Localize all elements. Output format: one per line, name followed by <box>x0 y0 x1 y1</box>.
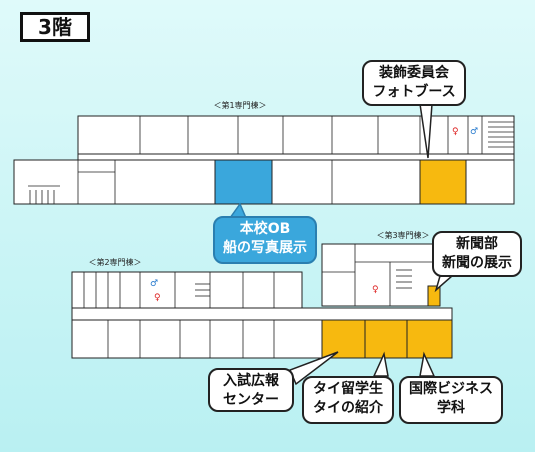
room-newspaper-exhibit[interactable] <box>427 285 441 307</box>
building-1-stairs-right <box>488 121 514 148</box>
building-2-corridor <box>71 307 453 321</box>
callout-business-line2: 学科 <box>437 400 465 416</box>
building-3-label: ＜第3専門棟＞ <box>376 230 429 240</box>
callout-alumni-ship[interactable]: 本校OB 船の写真展示 <box>213 216 317 264</box>
callout-admissions[interactable]: 入試広報 センター <box>208 368 294 412</box>
room-admissions-center[interactable] <box>321 319 366 359</box>
callout-thai[interactable]: タイ留学生 タイの紹介 <box>302 376 394 424</box>
floor-label: 3階 <box>20 12 90 42</box>
callout-business-line1: 国際ビジネス <box>409 381 493 397</box>
building-2-stairs <box>195 283 210 297</box>
callout-newspaper-line1: 新聞部 <box>456 236 498 252</box>
building-2-upper-rooms <box>71 271 303 309</box>
restroom-women-icon: ♀ <box>154 293 161 303</box>
callout-alumni-ship-line1: 本校OB <box>239 221 291 237</box>
callout-thai-line1: タイ留学生 <box>313 381 383 397</box>
room-alumni-ship-exhibit[interactable] <box>214 159 273 205</box>
building-2-label: ＜第2専門棟＞ <box>88 257 141 267</box>
room-photo-booth[interactable] <box>419 159 467 205</box>
building-3-stairs <box>396 269 412 289</box>
building-1-stairs-left <box>29 190 55 204</box>
callout-photo-booth[interactable]: 装飾委員会 フォトブース <box>362 60 466 106</box>
building-1-upper-rooms <box>77 115 515 155</box>
restroom-men-icon: ♂ <box>470 127 478 137</box>
restroom-men-icon: ♂ <box>150 279 158 289</box>
callout-newspaper[interactable]: 新聞部 新聞の展示 <box>432 231 522 277</box>
restroom-women-icon: ♀ <box>372 285 379 295</box>
callout-business[interactable]: 国際ビジネス 学科 <box>399 376 503 424</box>
callout-alumni-ship-line2: 船の写真展示 <box>223 240 307 256</box>
room-thai-introduction[interactable] <box>364 319 408 359</box>
building-3-rooms <box>321 243 441 307</box>
callout-newspaper-line2: 新聞の展示 <box>442 255 512 271</box>
callout-admissions-line2: センター <box>223 392 279 408</box>
callout-thai-line2: タイの紹介 <box>313 400 383 416</box>
room-business-department[interactable] <box>406 319 453 359</box>
callout-photo-booth-line2: フォトブース <box>372 84 456 100</box>
building-3: ♀ ＜第3専門棟＞ <box>321 230 441 307</box>
building-1-label: ＜第1専門棟＞ <box>213 100 266 110</box>
building-1-corridor <box>77 153 515 161</box>
restroom-women-icon: ♀ <box>452 127 459 137</box>
building-1: ♀ ♂ ＜第1専門棟＞ <box>13 100 515 205</box>
callout-admissions-line1: 入試広報 <box>223 373 279 389</box>
callout-photo-booth-line1: 装飾委員会 <box>379 65 449 81</box>
building-2: ♂ ♀ ＜第2専門棟＞ <box>71 257 453 359</box>
